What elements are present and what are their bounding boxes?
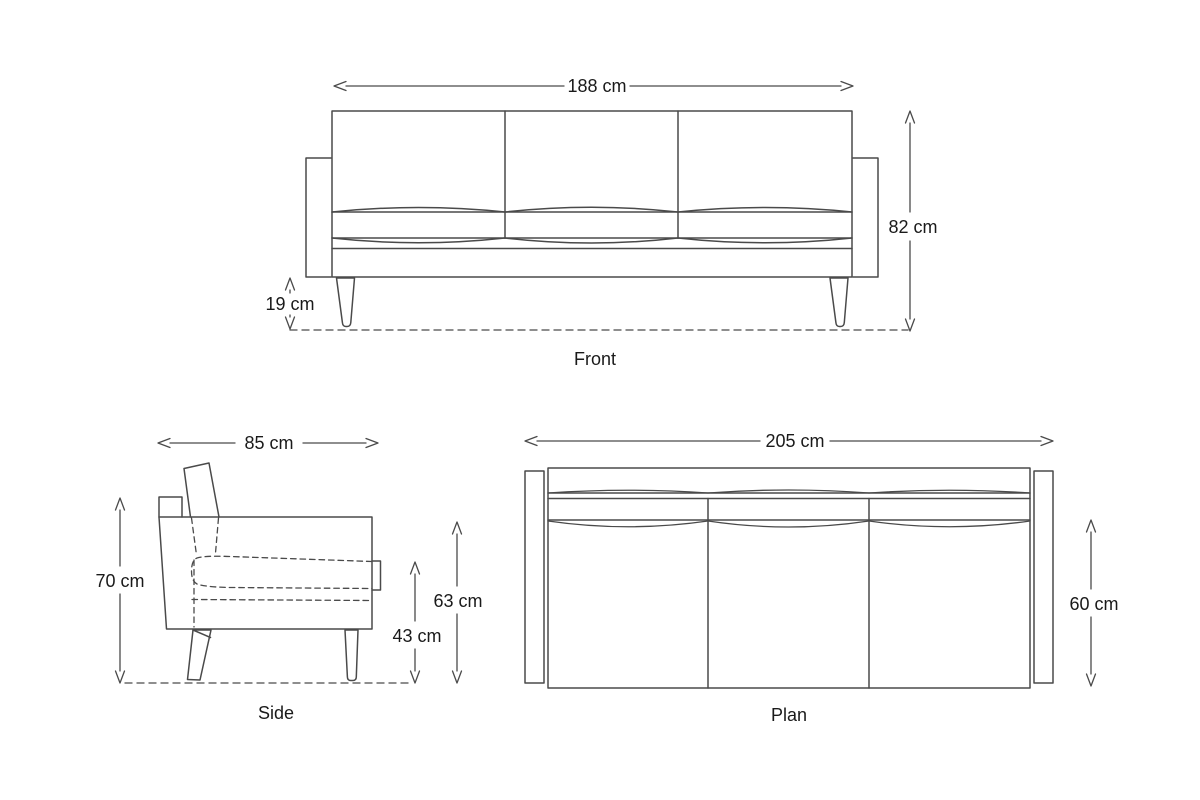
- arrow-right-icon: [1040, 435, 1054, 447]
- front-seat-cushion-curves-upper: [331, 206, 853, 213]
- side-seat-cushion-hidden: [190, 555, 373, 590]
- arrow-down-icon: [904, 318, 916, 332]
- arrow-down-icon: [451, 670, 463, 684]
- plan-right-arm: [1033, 470, 1054, 684]
- arrow-up-icon: [904, 110, 916, 124]
- arrow-down-icon: [1085, 673, 1097, 687]
- side-back-leg: [186, 629, 212, 681]
- side-view-label: Side: [258, 703, 294, 723]
- arrow-right-icon: [840, 80, 854, 92]
- front-height-value: 82 cm: [888, 217, 937, 237]
- arrow-up-icon: [409, 561, 421, 575]
- front-view: 188 cm 82 cm 19: [265, 76, 937, 369]
- front-leg-height-value: 19 cm: [265, 294, 314, 314]
- side-depth-dimension: 85 cm: [157, 433, 379, 453]
- plan-sofa-body: [547, 467, 1031, 689]
- arrow-left-icon: [524, 435, 538, 447]
- arrow-down-icon: [284, 316, 296, 330]
- arrow-left-icon: [333, 80, 347, 92]
- plan-view: 205 cm 60 cm Plan: [524, 431, 1119, 725]
- side-back-height-value: 70 cm: [95, 571, 144, 591]
- front-view-label: Front: [574, 349, 616, 369]
- arrow-up-icon: [284, 277, 296, 291]
- plan-seat-depth-value: 60 cm: [1069, 594, 1118, 614]
- front-sofa-body: [331, 110, 853, 278]
- arrow-down-icon: [409, 670, 421, 684]
- side-arm-height-value: 63 cm: [433, 591, 482, 611]
- front-back-cushion-dividers: [504, 110, 679, 239]
- side-view: 85 cm 70 cm 63 cm: [95, 433, 482, 723]
- side-arm-height-dimension: 63 cm: [433, 521, 483, 684]
- front-left-leg: [335, 277, 356, 328]
- side-arm-panel: [158, 516, 373, 630]
- plan-seat-depth-dimension: 60 cm: [1069, 519, 1119, 687]
- plan-seat-cushion-curves: [547, 520, 1031, 528]
- plan-width-value: 205 cm: [765, 431, 824, 451]
- side-depth-value: 85 cm: [244, 433, 293, 453]
- front-height-dimension: 82 cm: [888, 110, 938, 332]
- side-back-height-dimension: 70 cm: [95, 497, 145, 684]
- plan-sofa-drawing: [524, 467, 1054, 689]
- side-sofa-drawing: [158, 462, 382, 682]
- front-left-arm: [305, 157, 332, 278]
- plan-view-label: Plan: [771, 705, 807, 725]
- side-backrest-hidden-lines: [190, 517, 220, 628]
- front-leg-height-dimension: 19 cm: [265, 277, 315, 330]
- front-sofa-drawing: [305, 110, 879, 328]
- side-back-rail: [158, 496, 183, 518]
- arrow-down-icon: [114, 670, 126, 684]
- front-seat-cushion-curves-lower: [331, 237, 853, 244]
- side-backrest: [183, 462, 220, 518]
- side-seat-height-value: 43 cm: [392, 626, 441, 646]
- side-front-leg: [344, 629, 359, 682]
- arrow-up-icon: [451, 521, 463, 535]
- arrow-right-icon: [365, 437, 379, 449]
- front-width-dimension: 188 cm: [333, 76, 854, 96]
- arrow-up-icon: [114, 497, 126, 511]
- plan-width-dimension: 205 cm: [524, 431, 1054, 451]
- arrow-left-icon: [157, 437, 171, 449]
- front-width-value: 188 cm: [567, 76, 626, 96]
- side-seat-frame-hidden-line: [191, 598, 373, 602]
- plan-seat-cushion-dividers: [707, 497, 870, 689]
- side-seat-height-dimension: 43 cm: [392, 561, 442, 684]
- plan-back-rail-lines: [547, 492, 1031, 500]
- arrow-up-icon: [1085, 519, 1097, 533]
- plan-left-arm: [524, 470, 545, 684]
- front-right-leg: [829, 277, 849, 328]
- side-back-leg-top-line: [192, 629, 212, 639]
- front-right-arm: [852, 157, 879, 278]
- side-cushion-front-bracket: [371, 560, 382, 591]
- plan-back-cushion-curves: [547, 489, 1031, 494]
